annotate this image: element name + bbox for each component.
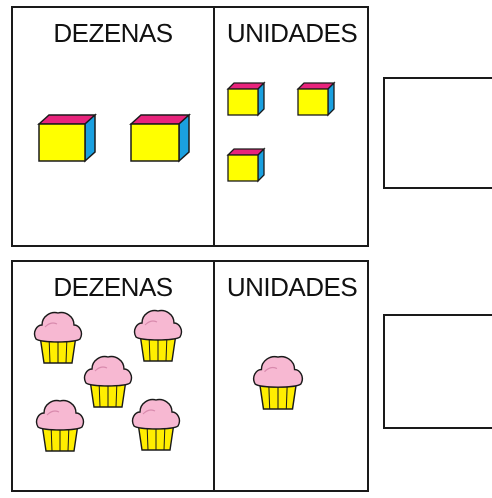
- units-column-label: UNIDADES: [226, 272, 358, 302]
- place-value-chart-2: DEZENAS UNIDADES: [11, 260, 369, 492]
- cube-icon: [296, 81, 336, 117]
- cupcake-icon: [133, 308, 183, 362]
- cupcake-icon: [35, 398, 85, 452]
- column-divider: [213, 8, 215, 245]
- answer-box-2[interactable]: [383, 314, 492, 429]
- cupcake-icon: [33, 310, 83, 364]
- place-value-chart-1: DEZENAS UNIDADES: [11, 6, 369, 247]
- cube-icon: [226, 147, 266, 183]
- cupcake-icon: [131, 397, 181, 451]
- cupcake-icon: [83, 354, 133, 408]
- tens-column-label: DEZENAS: [53, 18, 173, 48]
- cube-icon: [129, 113, 191, 163]
- cube-icon: [37, 113, 97, 163]
- cube-icon: [226, 81, 266, 117]
- cupcake-icon: [252, 354, 304, 410]
- column-divider: [213, 262, 215, 490]
- answer-box-1[interactable]: [383, 77, 492, 189]
- units-column-label: UNIDADES: [226, 18, 358, 48]
- tens-column-label: DEZENAS: [53, 272, 173, 302]
